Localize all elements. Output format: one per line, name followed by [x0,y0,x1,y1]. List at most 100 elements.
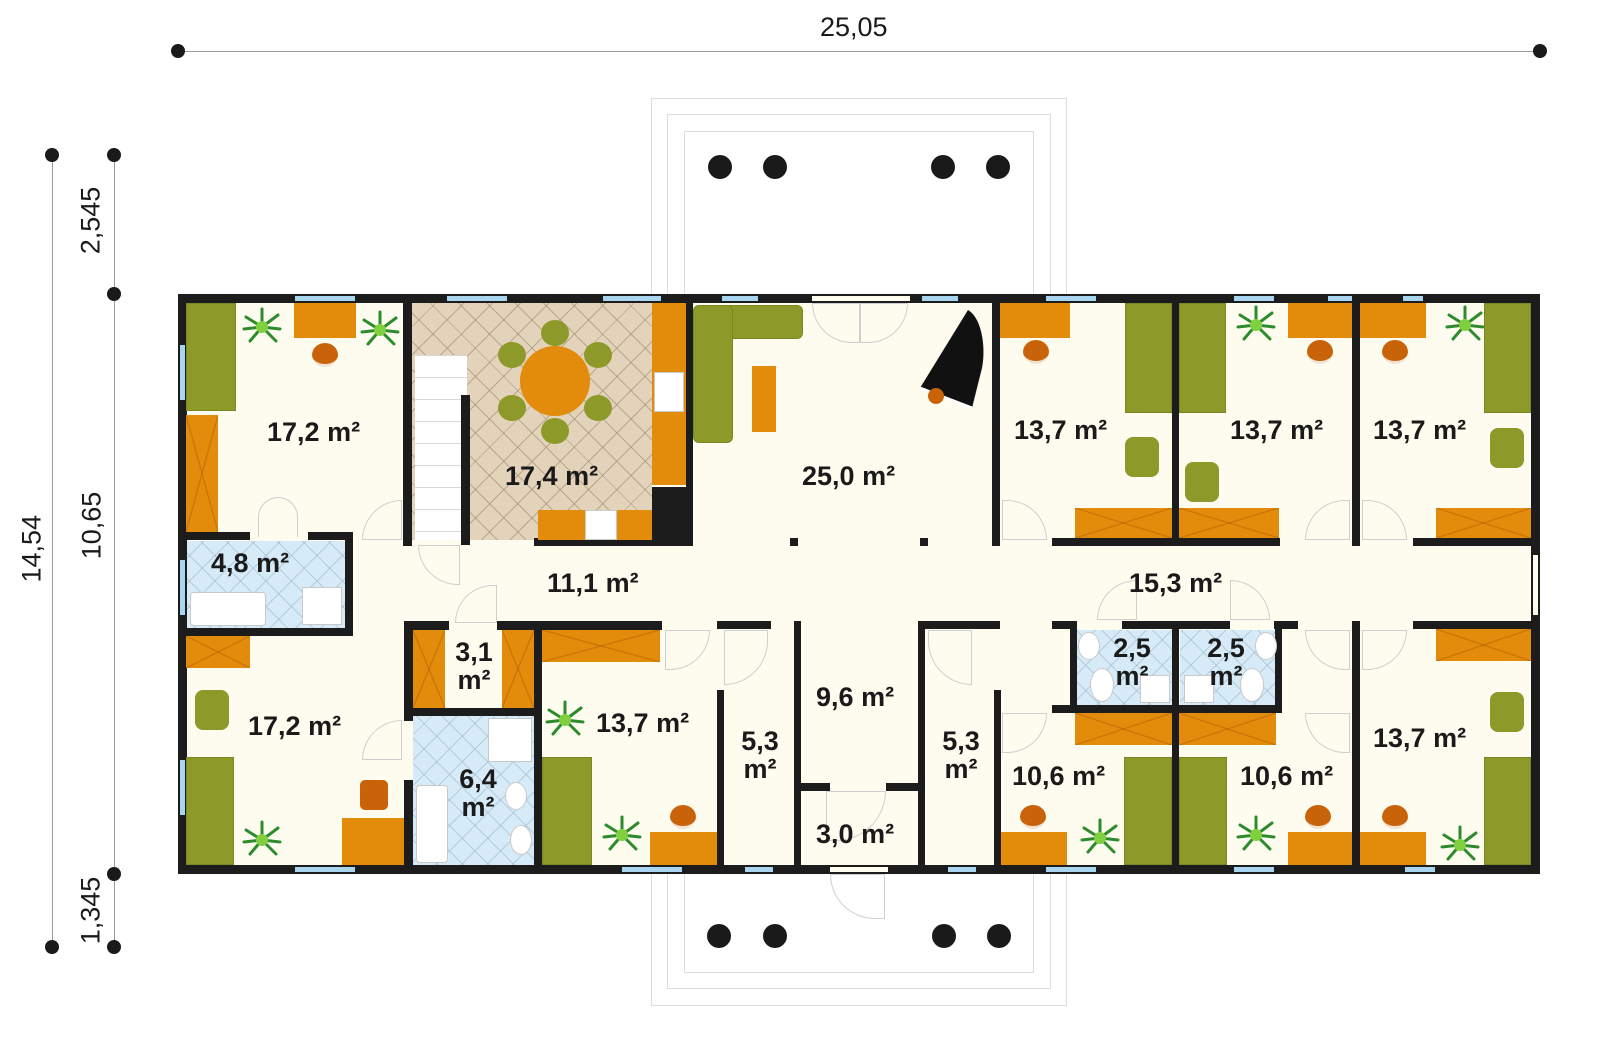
desk-icon [1288,303,1352,338]
window [1234,867,1274,872]
room-label-bedroom-s3: 10,6 m² [1240,761,1334,791]
bed-icon [186,757,234,865]
wall [1275,621,1282,711]
shelf-icon [413,630,445,708]
wardrobe-icon [1436,508,1531,538]
window [1046,296,1096,301]
plant-icon [602,815,642,851]
plant-icon [1440,825,1480,861]
window [603,296,661,301]
coffee-table-icon [752,366,776,432]
wall [461,395,470,545]
bathtub-icon [190,592,266,626]
stool-icon [1020,805,1046,829]
desk-icon [1360,303,1426,338]
window [180,760,185,815]
window [295,867,355,872]
wall [1352,621,1360,871]
desk-icon [1288,832,1352,865]
chair-icon [584,395,612,421]
chair-icon [498,395,526,421]
desk-icon [294,303,356,338]
chair-icon [541,418,569,444]
wall [497,621,662,630]
dimension-label-width: 25,05 [820,12,888,42]
room-label-bedroom-n1: 13,7 m² [1014,415,1108,445]
room-label-living-room: 25,0 m² [802,461,896,491]
stool-icon [1023,340,1049,364]
window [295,296,355,301]
east-opening [1533,555,1538,615]
room-label-bedroom-n3: 13,7 m² [1373,415,1467,445]
column-icon [986,155,1010,179]
bed-icon [542,757,592,865]
column-icon [707,924,731,948]
chair-icon [498,342,526,368]
stool-icon [670,805,696,829]
wall [1052,621,1076,629]
wall [404,780,413,870]
plant-icon [242,307,282,343]
chair-icon [541,320,569,346]
stairs [415,355,467,540]
plant-icon [1236,305,1276,341]
shower-icon [1140,675,1170,703]
wall [534,538,692,546]
entrance-door-south[interactable] [830,867,888,872]
wall [886,783,922,791]
shower-icon [488,718,532,762]
dimension-label-building-depth: 10,65 [76,491,107,560]
wall [1274,621,1298,629]
wall [918,621,1000,629]
shower-icon [302,587,342,625]
stool-icon [1307,340,1333,364]
room-label-vestibule: 3,0 m² [816,819,895,849]
wall [1172,294,1179,546]
wall [1352,294,1360,546]
wall [1172,621,1179,871]
bed-icon [1179,757,1227,865]
window [180,345,185,400]
window [745,867,773,872]
wall [994,690,1001,870]
stove-icon [585,510,617,540]
room-label-hall-west: 11,1 m² [547,568,639,598]
plant-icon [360,310,400,346]
armchair-icon [1490,692,1524,732]
wardrobe-icon [542,630,660,662]
toilet-icon [505,782,527,810]
plant-icon [242,820,282,856]
window [180,560,185,615]
bed-icon [1124,757,1172,865]
room-label-entrance-hall: 9,6 m² [816,682,895,712]
door[interactable] [258,497,298,537]
toilet-icon [1240,668,1264,702]
window [922,296,958,301]
stool-icon [312,343,338,367]
room-label-kitchen: 17,4 m² [505,461,599,491]
stool-icon [1382,805,1408,829]
fridge-icon [652,487,686,538]
desk-icon [1001,832,1067,865]
armchair-icon [195,690,229,730]
column-icon [763,924,787,948]
wall [1052,538,1280,546]
shelf-icon [502,630,534,708]
dimension-label-front-porch: 2,545 [75,186,106,255]
sink-icon [654,372,684,412]
wall [686,294,693,546]
sofa-icon [693,305,733,443]
sink-icon [1078,632,1100,660]
bed-icon [1179,303,1226,413]
room-label-bedroom-s1: 13,7 m² [596,708,690,738]
wall [717,690,724,870]
wall [992,294,1000,546]
entrance-door-north[interactable] [812,296,910,301]
wardrobe-icon [1075,508,1172,538]
room-label-hall-east: 15,3 m² [1129,568,1223,598]
wall [345,532,353,632]
window [1234,296,1274,301]
